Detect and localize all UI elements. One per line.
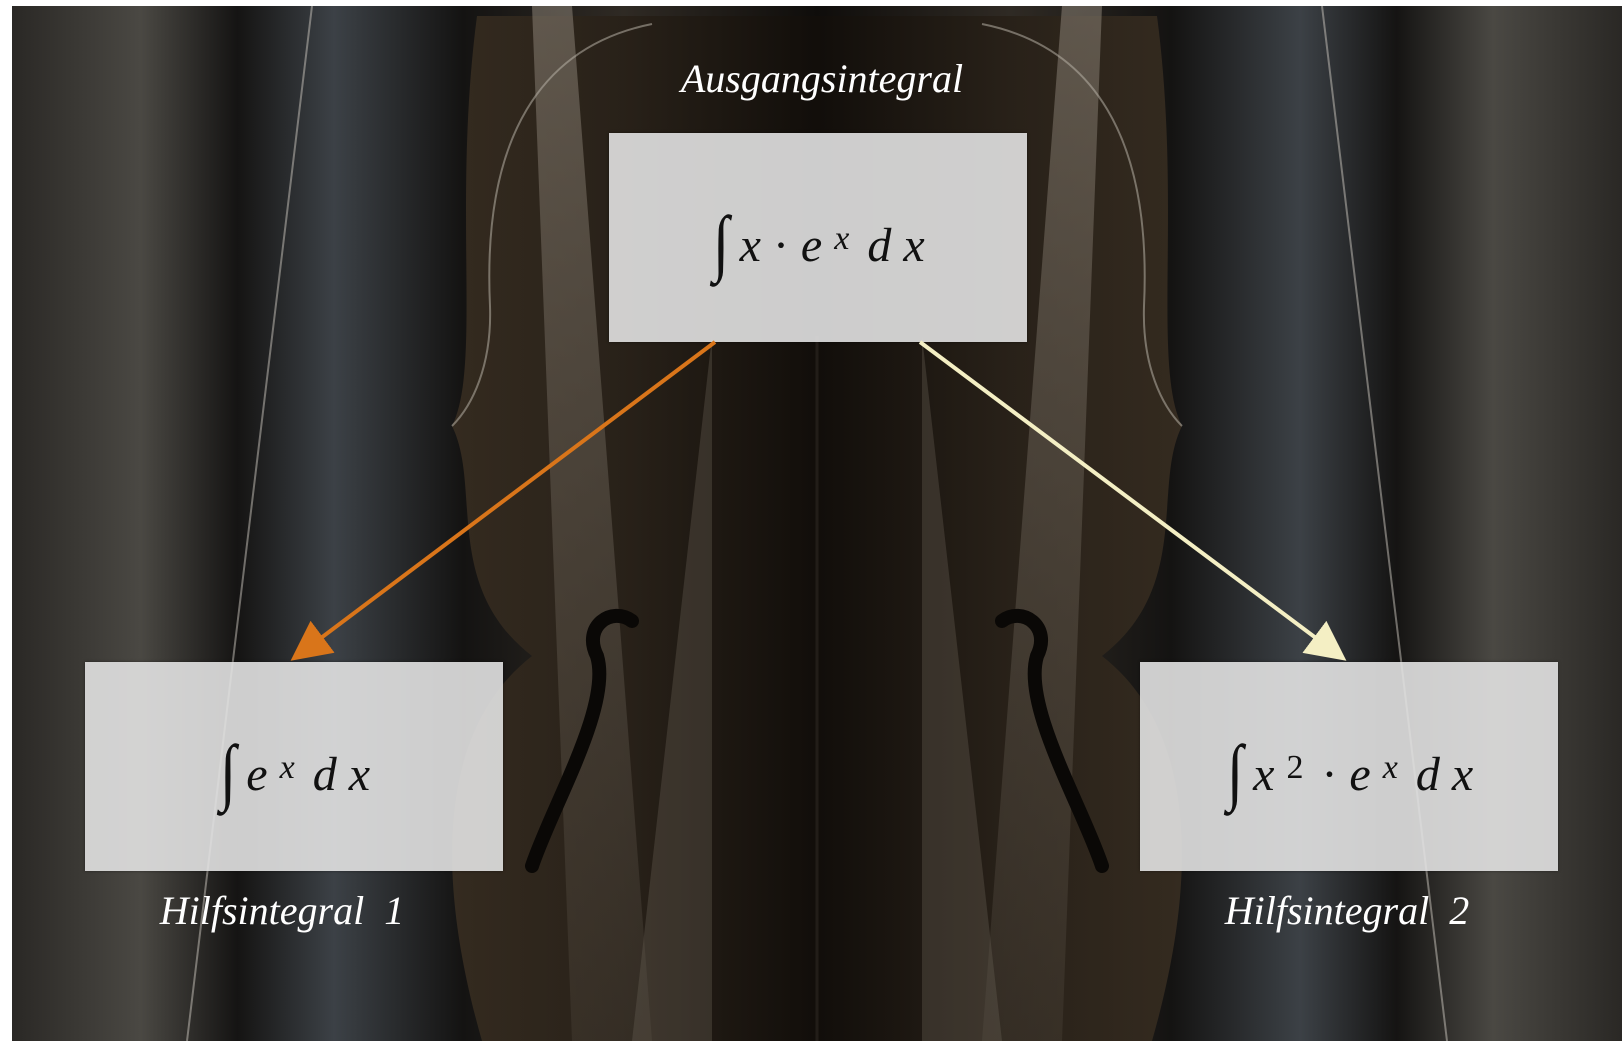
exponent-x: x [834,220,850,257]
exponent-x: x [279,749,295,786]
auxiliary-integral-2-label: Hilfsintegral 2 [1224,888,1470,933]
auxiliary-integral-1-formula: ∫ e x d x [218,724,370,813]
integral-sign: ∫ [713,202,730,284]
base-e: e [800,219,823,272]
factor-x: x [739,219,761,272]
exponent-2: 2 [1286,749,1304,786]
base-e: e [1349,748,1371,801]
factor-x: x [1253,748,1275,801]
auxiliary-integral-1-box: ∫ e x d x [85,662,503,871]
differential-d: d [312,748,337,801]
integration-variable: x [903,219,925,272]
auxiliary-integral-2-formula: ∫ x 2 · e x d x [1225,724,1474,813]
source-integral-label: Ausgangsintegral [680,56,964,101]
base-e: e [246,748,268,801]
source-integral-box: ∫ x · e x d x [609,133,1027,342]
integration-variable: x [1451,748,1474,801]
multiply-dot: · [772,219,789,272]
integration-variable: x [348,748,370,801]
differential-d: d [867,219,892,272]
multiply-dot: · [1321,748,1338,801]
integral-sign: ∫ [220,731,237,813]
exponent-x: x [1382,749,1398,786]
integral-sign: ∫ [1226,731,1244,813]
differential-d: d [1415,748,1440,801]
diagram-canvas: Ausgangsintegral ∫ x · e x d x ∫ e x d x… [12,6,1622,1041]
source-integral-formula: ∫ x · e x d x [711,195,925,284]
auxiliary-integral-1-label: Hilfsintegral 1 [159,888,405,933]
auxiliary-integral-2-box: ∫ x 2 · e x d x [1140,662,1558,871]
